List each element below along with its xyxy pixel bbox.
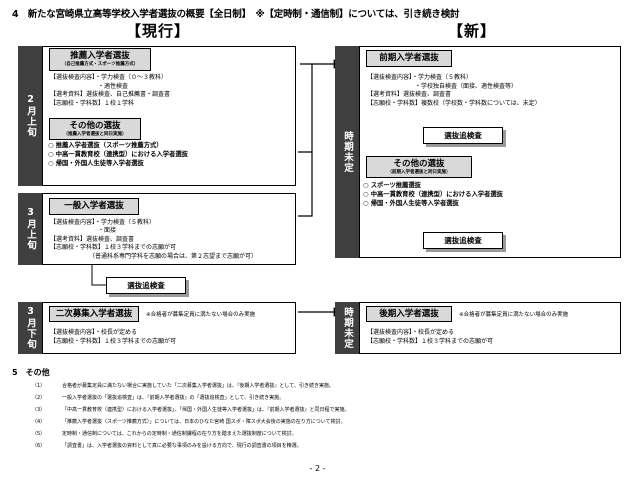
ippan-line: 【選抜検査内容】・学力検査（５教科） <box>50 219 156 226</box>
new-other-subtitle: （前期入学者選抜と同日実施） <box>387 170 451 175</box>
undecided-bar-1: 時期未定 <box>335 46 359 258</box>
suisen-title-box: 推薦入学者選抜 （自己推薦方式・スポーツ推薦方式） <box>49 48 151 71</box>
current-other-title-box: その他の選抜 （推薦入学者選抜と同日実施） <box>49 118 141 140</box>
current-other-list: ○ 推薦入学者選抜（スポーツ推薦方式） ○ 中高一貫教育校（連携型）における入学… <box>48 142 188 168</box>
kouki-line: 【志願校・学科数】１校３学科までの志願が可 <box>367 337 494 345</box>
niji-line: 【選抜検査内容】・校長が定める <box>50 329 138 336</box>
current-feb-panel <box>42 46 296 186</box>
mar-early-bar-text: 3月上旬 <box>25 207 36 251</box>
niji-title-box: 二次募集入学者選抜 <box>49 306 139 322</box>
suisen-subtitle: （自己推薦方式・スポーツ推薦方式） <box>61 62 139 67</box>
new-panel-1 <box>359 46 621 258</box>
zenki-line: 【選抜検査内容】・学力検査（５教科） <box>367 74 473 81</box>
zenki-line: ・学校独自検査（面接、適性検査等） <box>367 82 518 90</box>
ippan-line: 【志願校・学科数】１校３学科までの志願が可 <box>50 244 177 252</box>
ippan-line: 【選考資料】選抜検査、調査書 <box>50 235 135 243</box>
suisen-details: 【選抜検査内容】・学力検査（０～３教科） ・適性検査 【選考資料】選抜検査、自己… <box>50 74 170 108</box>
section-5-list: （1）合格者が募集定員に満たない場合に実施していた「二次募集入学者選抜」は、『後… <box>32 380 632 452</box>
new-tsuika-box-1: 選抜追検査 <box>423 127 503 144</box>
current-other-title: その他の選抜 <box>69 121 121 131</box>
new-other-title: その他の選抜 <box>393 159 445 169</box>
list-item: ○ 推薦入学者選抜（スポーツ推薦方式） <box>48 142 163 149</box>
list-item: （5）定時制・通信制については、これからの定時制・通信制課程の在り方を踏まえた選… <box>32 431 297 437</box>
current-label: 【現行】 <box>126 22 191 40</box>
section-4-heading: 4 新たな宮崎県立高等学校入学者選抜の概要【全日制】 ※【定時制・通信制】につい… <box>12 9 460 20</box>
list-item: ○ 帰国・外国人生徒等入学者選抜 <box>48 159 144 167</box>
ippan-line: ・面接 <box>50 227 117 235</box>
zenki-line: 【選考資料】選抜検査、調査書 <box>367 91 452 98</box>
kouki-details: 【選抜検査内容】・校長が定める 【志願校・学科数】１校３学科までの志願が可 <box>367 329 493 346</box>
ippan-title: 一般入学者選抜 <box>64 201 124 211</box>
niji-line: 【志願校・学科数】１校３学科までの志願が可 <box>50 337 177 345</box>
suisen-title: 推薦入学者選抜 <box>70 51 130 61</box>
undecided-bar-1-text: 時期未定 <box>342 131 353 173</box>
suisen-line: 【選抜検査内容】・学力検査（０～３教科） <box>50 74 168 81</box>
feb-early-bar-text: 2月上旬 <box>25 94 36 138</box>
kouki-line: 【選抜検査内容】・校長が定める <box>367 329 455 336</box>
current-tsuika-box: 選抜追検査 <box>106 277 186 294</box>
undecided-bar-2-text: 時期未定 <box>342 307 353 349</box>
zenki-title: 前期入学者選抜 <box>379 53 439 63</box>
new-other-list: ○ スポーツ推薦選抜 ○ 中高一貫教育校（連携型）における入学者選抜 ○ 帰国・… <box>363 182 503 208</box>
mar-early-bar: 3月上旬 <box>18 193 42 265</box>
list-item: （2）一般入学者選抜の「選抜追検査」は、『前期入学者選抜』の「選抜追検査」として… <box>32 395 285 401</box>
list-item: ○ 帰国・外国人生徒等入学者選抜 <box>363 199 459 207</box>
suisen-line: 【選考資料】選抜検査、自己推薦書・調査書 <box>50 91 171 98</box>
ippan-line: （普通科系専門学科を志願の場合は、第２志望まで志願が可） <box>50 252 258 260</box>
list-item: ○ スポーツ推薦選抜 <box>363 182 421 189</box>
list-item: （3）「中高一貫教育校（連携型）における入学者選抜」、「帰国・外国人生徒等入学者… <box>32 407 350 413</box>
zenki-line: 【志願校・学科数】複数校（学校数・学科数については、未定） <box>367 99 541 107</box>
list-item: （6）「調査書」は、入学者選抜の資料として真に必要な事項のみを設ける方向で、現行… <box>32 443 302 449</box>
kouki-note: ※合格者が募集定員に満たない場合のみ実施 <box>459 312 569 318</box>
current-other-subtitle: （推薦入学者選抜と同日実施） <box>63 132 127 137</box>
kouki-title: 後期入学者選抜 <box>379 309 439 319</box>
niji-title: 二次募集入学者選抜 <box>55 309 133 319</box>
undecided-bar-2: 時期未定 <box>335 302 359 354</box>
mar-late-bar: 3月下旬 <box>18 302 42 354</box>
feb-early-bar: 2月上旬 <box>18 46 42 186</box>
list-item: （4）「推薦入学者選抜（スポーツ推薦方式）」については、日本のひなた宮崎 国スポ… <box>32 419 346 425</box>
new-other-title-box: その他の選抜 （前期入学者選抜と同日実施） <box>366 156 472 178</box>
kouki-title-box: 後期入学者選抜 <box>366 306 452 322</box>
niji-details: 【選抜検査内容】・校長が定める 【志願校・学科数】１校３学科までの志願が可 <box>50 329 176 346</box>
new-label: 【新】 <box>448 22 497 40</box>
suisen-line: ・適性検査 <box>50 82 129 90</box>
zenki-title-box: 前期入学者選抜 <box>366 50 452 67</box>
niji-note: ※合格者が募集定員に満たない場合のみ実施 <box>146 312 256 318</box>
ippan-title-box: 一般入学者選抜 <box>49 198 139 215</box>
list-item: ○ 中高一貫教育校（連携型）における入学者選抜 <box>48 150 188 158</box>
new-tsuika-box-2: 選抜追検査 <box>423 232 503 249</box>
page-number: - 2 - <box>309 464 326 473</box>
ippan-details: 【選抜検査内容】・学力検査（５教科） ・面接 【選考資料】選抜検査、調査書 【志… <box>50 219 257 261</box>
list-item: （1）合格者が募集定員に満たない場合に実施していた「二次募集入学者選抜」は、『後… <box>32 383 334 389</box>
section-5-title: 5 その他 <box>12 368 50 377</box>
zenki-details: 【選抜検査内容】・学力検査（５教科） ・学校独自検査（面接、適性検査等） 【選考… <box>367 74 541 108</box>
suisen-line: 【志願校・学科数】１校１学科 <box>50 99 135 107</box>
mar-late-bar-text: 3月下旬 <box>25 306 36 350</box>
list-item: ○ 中高一貫教育校（連携型）における入学者選抜 <box>363 190 503 198</box>
